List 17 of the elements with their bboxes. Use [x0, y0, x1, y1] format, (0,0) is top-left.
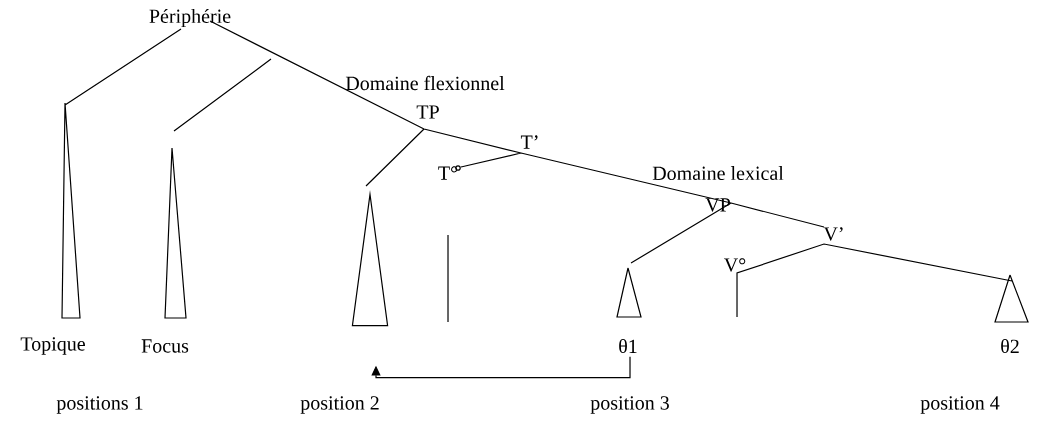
tree-label: Domaine flexionnel	[345, 75, 505, 91]
tree-label: θ2	[1001, 338, 1019, 354]
tree-label: T’	[520, 135, 538, 149]
movement-arrow	[371, 356, 631, 379]
tree-label: position 3	[590, 396, 669, 414]
tree-label: positions 1	[56, 396, 143, 414]
tree-label: V°	[724, 258, 746, 272]
tree-label: T°	[438, 166, 458, 180]
tree-label: V’	[823, 227, 843, 241]
tree-label: Domaine lexical	[652, 165, 784, 181]
tree-label: Périphérie	[149, 8, 231, 28]
tree-label: position 2	[300, 396, 379, 414]
tree-label: Focus	[141, 339, 189, 353]
tree-label: Topique	[20, 337, 85, 355]
tree-label: position 4	[920, 396, 1000, 414]
node-label: θ1	[619, 338, 637, 354]
tree-label: TP	[416, 105, 439, 119]
